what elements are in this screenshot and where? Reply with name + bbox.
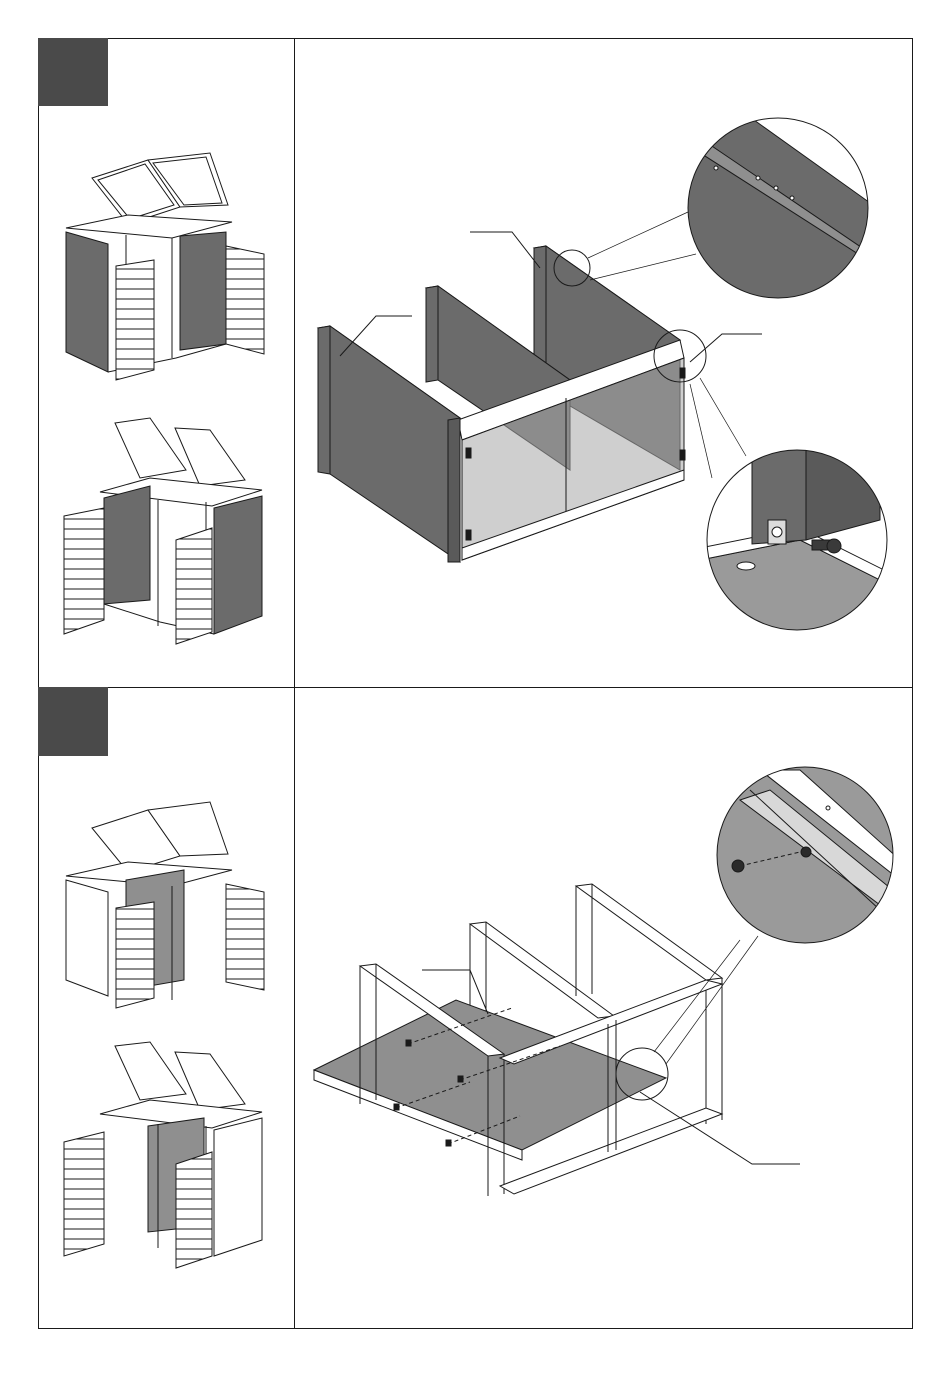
step2-main-assembly [314,884,800,1196]
step2-thumb-single-bin [66,802,264,1008]
step1-thumb-single-bin [66,153,264,380]
step2-thumb-double-bin [64,1042,262,1268]
screw-into-frame-detail-zoom [710,760,910,960]
hole-detail-zoom [680,110,880,310]
bracket-bolt-detail-zoom [700,448,900,650]
step1-main-assembly [318,212,762,562]
step1-thumb-double-bin [64,418,262,644]
